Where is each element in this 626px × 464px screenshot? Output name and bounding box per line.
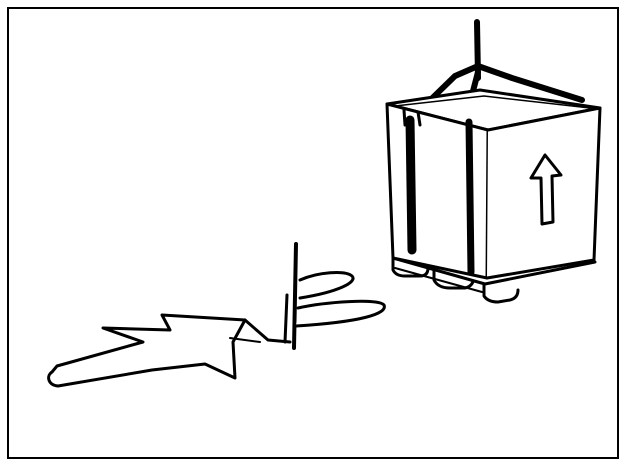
this-side-up-arrow-icon bbox=[529, 153, 563, 226]
crate-icon bbox=[385, 88, 602, 304]
arrow-icon bbox=[47, 313, 247, 388]
forklift-forks-icon bbox=[229, 242, 386, 350]
